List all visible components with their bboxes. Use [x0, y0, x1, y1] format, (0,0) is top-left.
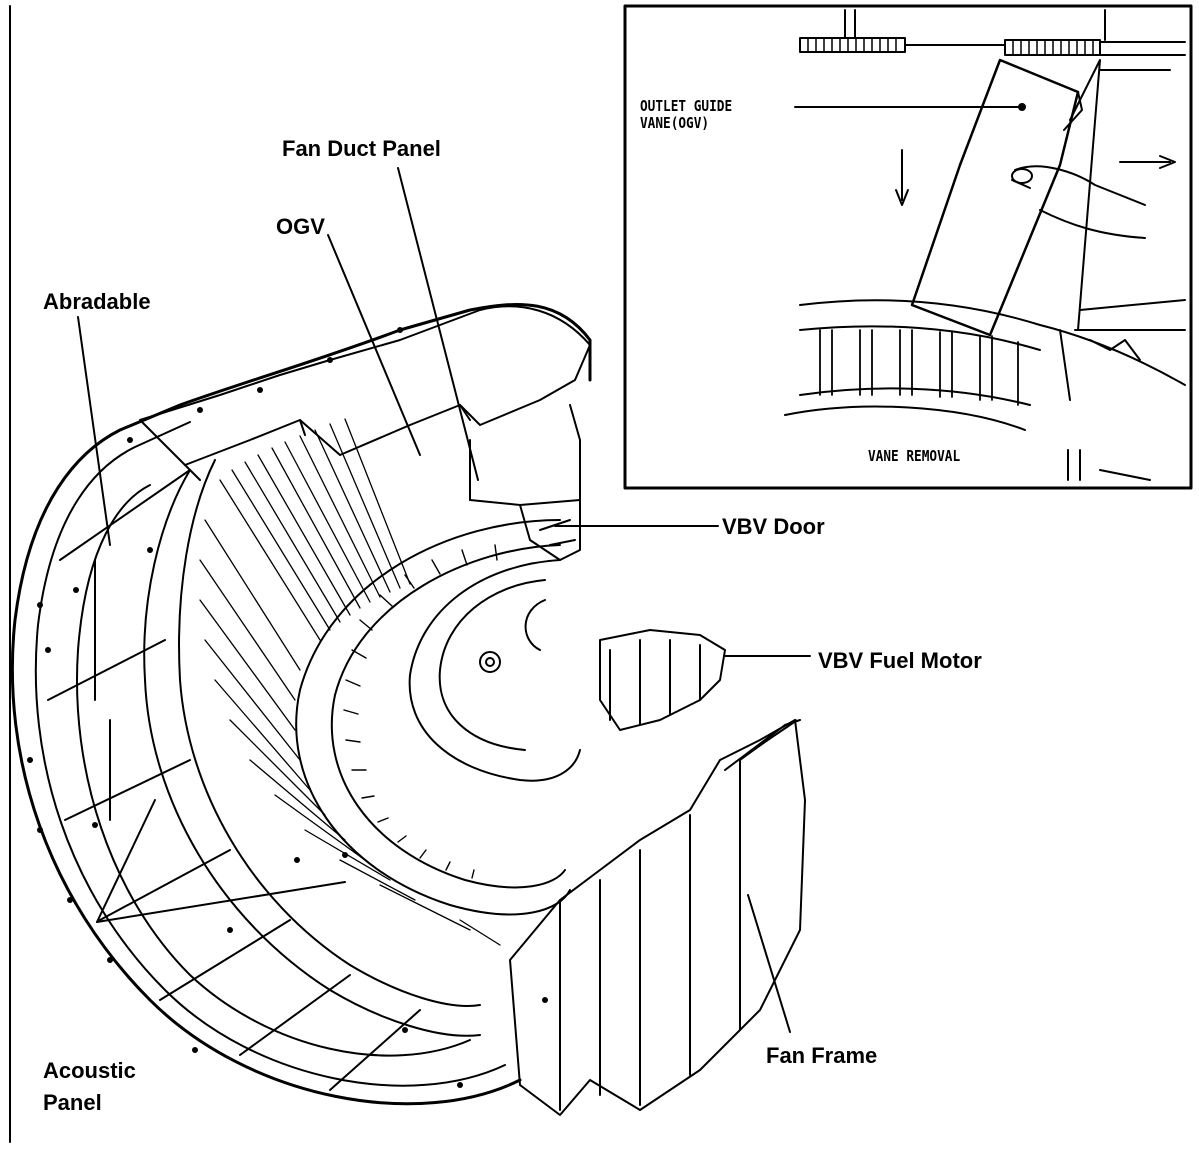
inset-caption-vane-removal: VANE REMOVAL [868, 447, 961, 465]
ogv-blades [199, 418, 501, 946]
hub-outer-ring [295, 519, 571, 916]
label-vbv-door: VBV Door [722, 514, 825, 539]
label-abradable: Abradable [43, 289, 151, 314]
leader-ogv [327, 234, 421, 456]
inset-label-ogv-line1: OUTLET GUIDE [640, 97, 733, 115]
label-ogv: OGV [276, 214, 325, 239]
inset-label-ogv-line2: VANE(OGV) [640, 114, 710, 132]
leader-acoustic-2 [96, 881, 346, 923]
leader-abradable [77, 316, 111, 546]
ogv-vane-shape [910, 58, 1080, 337]
label-vbv-fuel-motor: VBV Fuel Motor [818, 648, 982, 673]
fan-frame-rear [509, 719, 806, 1116]
label-acoustic-panel-line1: Acoustic [43, 1058, 136, 1083]
rivet-holes [27, 327, 548, 1088]
vbv-fuel-motor-mechanism [599, 629, 726, 731]
arrow-down [895, 149, 909, 206]
leader-fan-duct-panel [397, 167, 479, 481]
vane-removal-inset [623, 4, 1193, 490]
leader-acoustic-1 [96, 799, 156, 923]
hub-slots [343, 544, 498, 879]
inset-frame [623, 4, 1193, 490]
label-fan-frame: Fan Frame [766, 1043, 878, 1068]
arrow-right [1119, 155, 1176, 169]
fan-frame-assembly [10, 302, 806, 1116]
leader-fan-frame [747, 894, 791, 1033]
label-fan-duct-panel: Fan Duct Panel [282, 136, 441, 161]
fan-duct-panels [139, 305, 591, 466]
label-acoustic-panel-line2: Panel [43, 1090, 102, 1115]
hub-bore [408, 559, 581, 782]
leader-lines [77, 167, 811, 1033]
vbv-door-mechanism [469, 404, 581, 561]
